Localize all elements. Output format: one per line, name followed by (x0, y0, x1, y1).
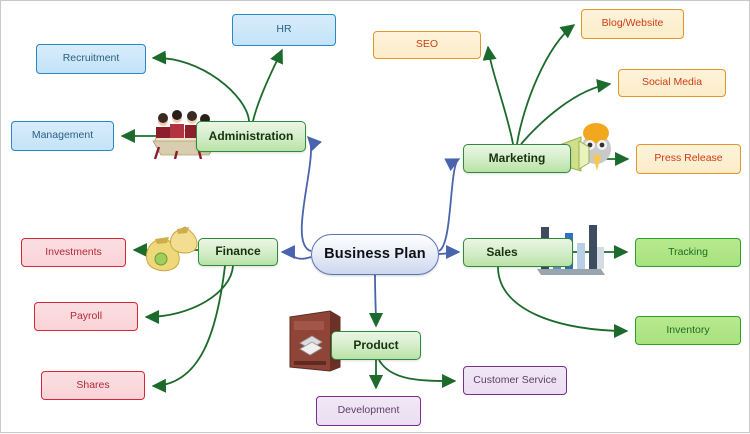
leaf-node-social-media[interactable]: Social Media (618, 69, 726, 97)
branch-node-sales[interactable]: Sales (463, 238, 573, 267)
leaf-label-social-media: Social Media (641, 76, 703, 89)
branch-label-administration: Administration (208, 128, 294, 143)
edge-center-finance (280, 244, 312, 260)
leaf-node-recruitment[interactable]: Recruitment (36, 44, 146, 74)
edge-center-marketing (438, 158, 461, 252)
leaf-node-blog-website[interactable]: Blog/Website (581, 9, 684, 39)
leaf-node-payroll[interactable]: Payroll (34, 302, 138, 331)
leaf-label-development: Development (337, 404, 400, 417)
branch-node-product[interactable]: Product (331, 331, 421, 360)
edge-sales-inventory (497, 266, 629, 339)
edge-marketing-seo (482, 45, 514, 145)
edge-center-product (368, 274, 384, 328)
leaf-node-customer-service[interactable]: Customer Service (463, 366, 567, 395)
branch-label-finance: Finance (215, 244, 261, 259)
central-node-label: Business Plan (324, 245, 426, 262)
edge-administration-hr (252, 48, 283, 122)
leaf-label-inventory: Inventory (666, 323, 710, 336)
leaf-node-tracking[interactable]: Tracking (635, 238, 741, 267)
leaf-label-hr: HR (276, 23, 292, 36)
leaf-node-development[interactable]: Development (316, 396, 421, 426)
edge-marketing-blog (516, 24, 576, 145)
leaf-label-recruitment: Recruitment (62, 52, 120, 65)
edge-product-customer-service (378, 359, 457, 389)
leaf-node-hr[interactable]: HR (232, 14, 336, 46)
leaf-label-management: Management (31, 129, 94, 142)
central-edges (280, 135, 461, 328)
leaf-label-investments: Investments (45, 245, 102, 258)
leaf-node-shares[interactable]: Shares (41, 371, 145, 400)
leaf-node-press-release[interactable]: Press Release (636, 144, 741, 174)
branch-node-marketing[interactable]: Marketing (463, 144, 571, 173)
leaf-label-customer-service: Customer Service (473, 373, 557, 386)
branch-label-product: Product (353, 337, 399, 352)
leaf-label-seo: SEO (415, 38, 439, 51)
leaf-label-blog-website: Blog/Website (601, 17, 664, 30)
branch-node-administration[interactable]: Administration (196, 121, 306, 152)
branch-label-marketing: Marketing (488, 150, 546, 165)
leaf-label-press-release: Press Release (654, 152, 723, 165)
edge-center-administration (300, 135, 322, 252)
edge-center-sales (438, 244, 461, 260)
edge-marketing-social (520, 78, 612, 145)
leaf-label-tracking: Tracking (668, 245, 708, 258)
leaf-label-shares: Shares (76, 378, 110, 391)
edge-finance-payroll (144, 265, 234, 325)
branch-node-finance[interactable]: Finance (198, 238, 278, 266)
edge-administration-recruitment (151, 50, 250, 122)
leaf-node-seo[interactable]: SEO (373, 31, 481, 59)
leaf-node-management[interactable]: Management (11, 121, 114, 151)
central-node-business-plan[interactable]: Business Plan (311, 234, 439, 275)
leaf-node-inventory[interactable]: Inventory (635, 316, 741, 345)
leaf-node-investments[interactable]: Investments (21, 238, 126, 267)
leaf-label-payroll: Payroll (69, 309, 103, 322)
edge-finance-shares (151, 265, 226, 393)
branch-label-sales: Sales (486, 244, 518, 259)
